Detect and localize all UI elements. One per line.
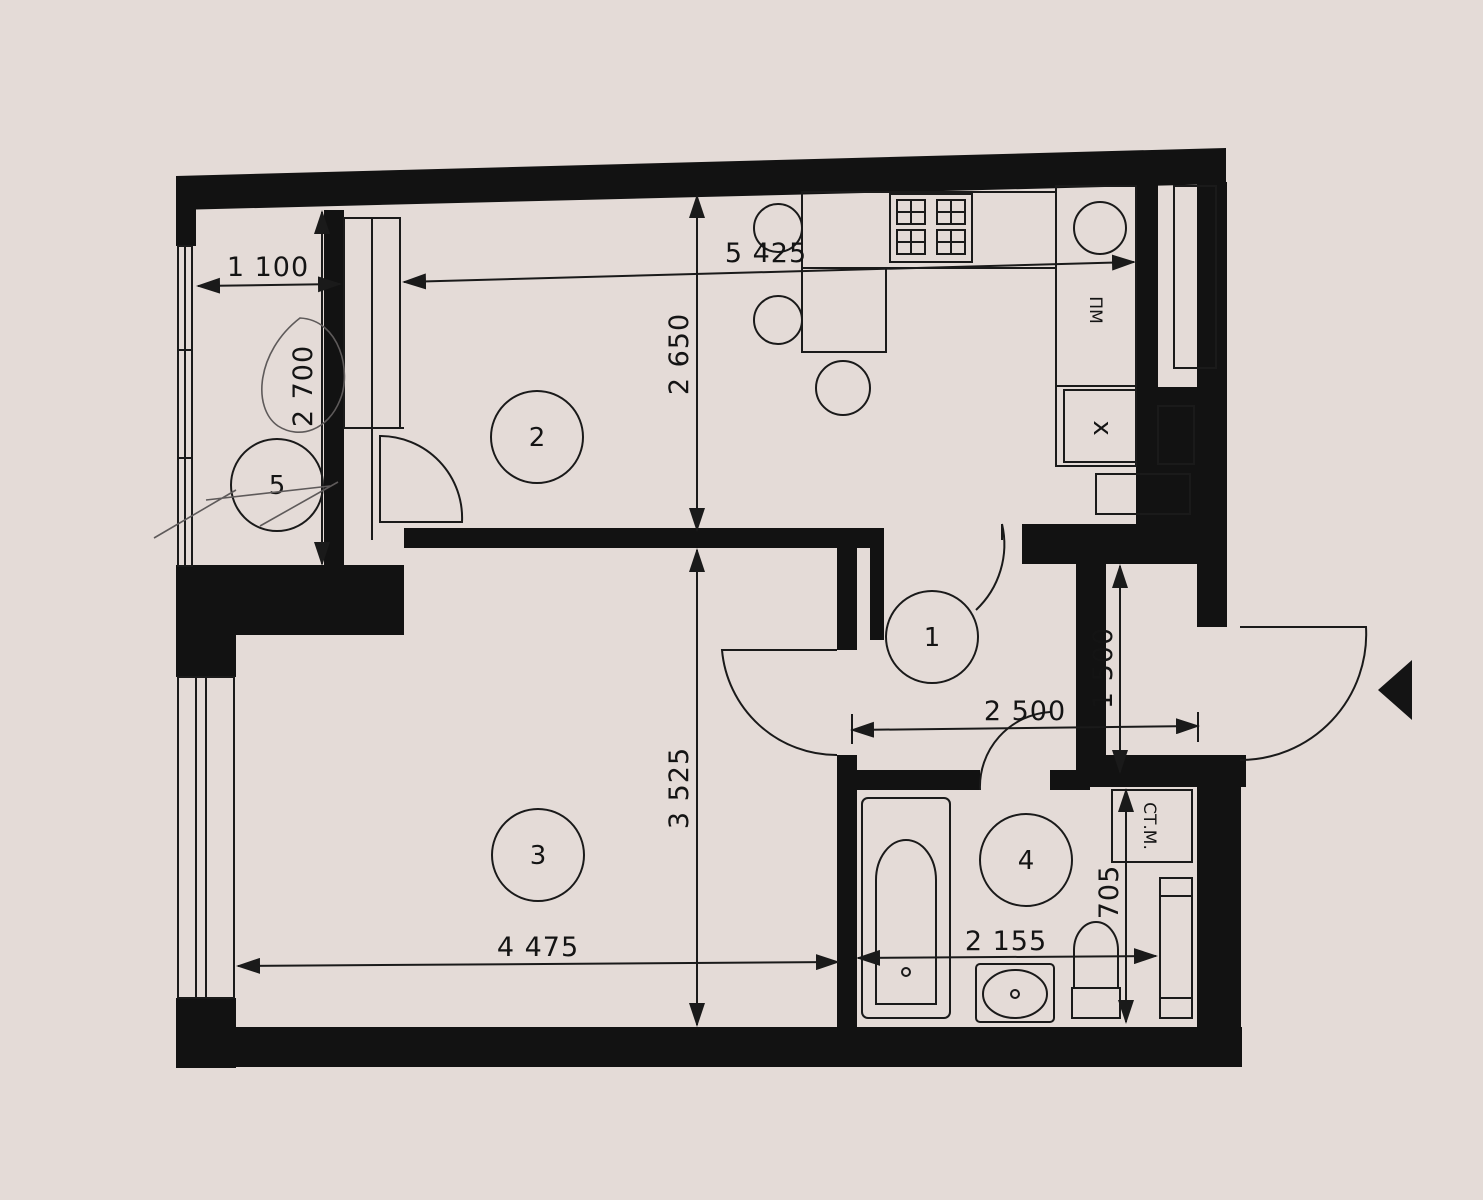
wall-hall-bath: [857, 770, 980, 790]
room-2-label: 2: [529, 423, 546, 453]
wall-right-lower: [1197, 760, 1241, 1060]
room-4-label: 4: [1018, 846, 1035, 876]
room-4-marker: [979, 813, 1073, 907]
toilet-icon: [1071, 921, 1121, 1019]
hall-kitchen-door-swing: [975, 523, 1006, 611]
dim-line-kitchen-width: [402, 254, 1136, 290]
dim-bath-width: 2 155: [965, 926, 1047, 957]
washing-machine-box: [1111, 789, 1193, 863]
pm-label: ПМ: [1085, 296, 1105, 323]
entrance-arrow-icon: [1378, 660, 1412, 720]
dim-room-depth: 3 525: [664, 747, 695, 829]
right-shaft-box: [1157, 405, 1195, 465]
outer-walls: [176, 148, 1242, 1068]
chair-bottom: [815, 360, 871, 416]
wm-label: СТ.М.: [1139, 802, 1159, 850]
wall-right-column: [1197, 182, 1227, 627]
wall-left-upper: [176, 176, 196, 246]
dim-line-balcony-width: [196, 276, 342, 294]
wall-balcony-pier: [324, 210, 344, 565]
chair-top: [753, 203, 803, 253]
kitchen-counter-right: [1055, 185, 1137, 467]
room-2-marker: [490, 390, 584, 484]
dim-kitchen-width: 5 425: [725, 238, 807, 269]
dim-balcony-length: 2 700: [288, 345, 319, 427]
dimension-lines: [196, 194, 1200, 1027]
entrance-door-swing: [1239, 626, 1368, 762]
dim-room-width: 4 475: [497, 932, 579, 963]
room-labels: [230, 390, 1073, 907]
kitchen-counter: [801, 191, 1057, 269]
room-1-label: 1: [924, 623, 941, 653]
wall-bottom: [176, 1027, 1242, 1067]
wall-kitchen-room: [404, 528, 884, 548]
wall-room-hall: [837, 540, 857, 650]
wall-hall-column-base: [1076, 755, 1246, 787]
right-shaft-box-2: [1095, 473, 1191, 515]
bathroom-fixtures: [861, 789, 1193, 1023]
x-label: х: [1087, 420, 1117, 435]
dim-kitchen-depth: 2 650: [664, 313, 695, 395]
fridge-box: [1063, 389, 1137, 463]
room-3-marker: [491, 808, 585, 902]
room-door-swing: [720, 649, 838, 757]
wall-right-upper: [1136, 182, 1158, 387]
room-5-label: 5: [269, 471, 286, 501]
dim-bath-niche: 705: [1094, 865, 1125, 920]
dining-table: [801, 267, 887, 353]
dim-line-room-width: [236, 954, 840, 974]
wall-hall-short: [870, 540, 884, 640]
wall-hall-upper: [1022, 524, 1197, 564]
room-1-marker: [885, 590, 979, 684]
dim-balcony-width: 1 100: [227, 252, 309, 283]
bathtub-icon: [861, 797, 951, 1019]
room-3-label: 3: [530, 841, 547, 871]
pencil-scribble: [153, 317, 346, 539]
wall-hall-column: [1076, 564, 1106, 774]
dim-hall-width: 2 500: [984, 696, 1066, 727]
washbasin-icon: [975, 963, 1055, 1023]
dim-hall-depth: 1 500: [1088, 627, 1119, 709]
right-lower-niche: [1159, 877, 1193, 1019]
wall-shaft: [1136, 387, 1197, 527]
wall-room-hall-lower: [837, 755, 857, 1027]
kitchen-fixtures: [753, 185, 1137, 467]
dim-line-bath-width: [856, 948, 1158, 966]
kitchen-door-swing: [379, 434, 464, 523]
wall-left-mid: [176, 565, 404, 635]
right-shaft-window: [1173, 185, 1217, 369]
dim-line-hall-width: [850, 718, 1200, 738]
stove-icon: [889, 193, 973, 263]
windows: [177, 185, 1217, 1019]
wall-top: [176, 148, 1226, 210]
chair-left: [753, 295, 803, 345]
sink-icon: [1073, 201, 1127, 255]
wall-left-lower-pier: [176, 635, 236, 677]
